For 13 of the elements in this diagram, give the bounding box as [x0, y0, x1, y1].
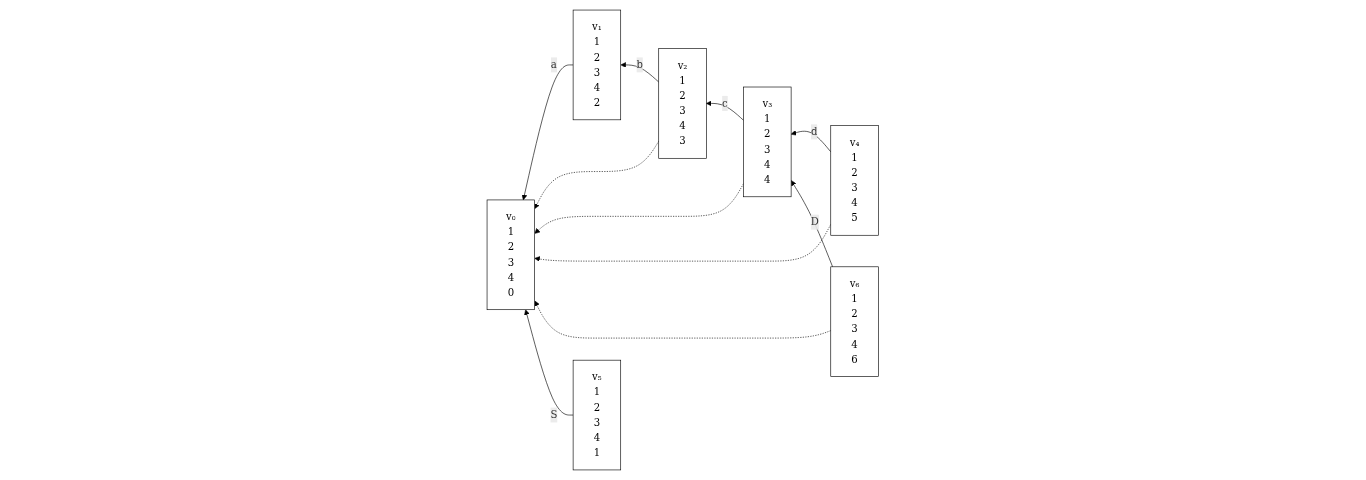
edge-label: D — [811, 215, 820, 228]
edge-label: c — [722, 97, 729, 110]
node-box: v₆ 1 2 3 4 6 — [830, 266, 879, 377]
edge-label: d — [811, 125, 818, 138]
node-box: v₃ 1 2 3 4 4 — [743, 86, 792, 198]
edge-label: a — [551, 58, 558, 71]
node-box: v₅ 1 2 3 4 1 — [573, 359, 622, 471]
edge-label: b — [636, 58, 644, 71]
node-box: v₄ 1 2 3 4 5 — [830, 125, 879, 236]
node-box: v₂ 1 2 3 4 3 — [658, 48, 707, 159]
node-box: v₀ 1 2 3 4 0 — [487, 199, 536, 310]
edge-label: S — [550, 408, 558, 421]
node-box: v₁ 1 2 3 4 2 — [573, 9, 622, 121]
